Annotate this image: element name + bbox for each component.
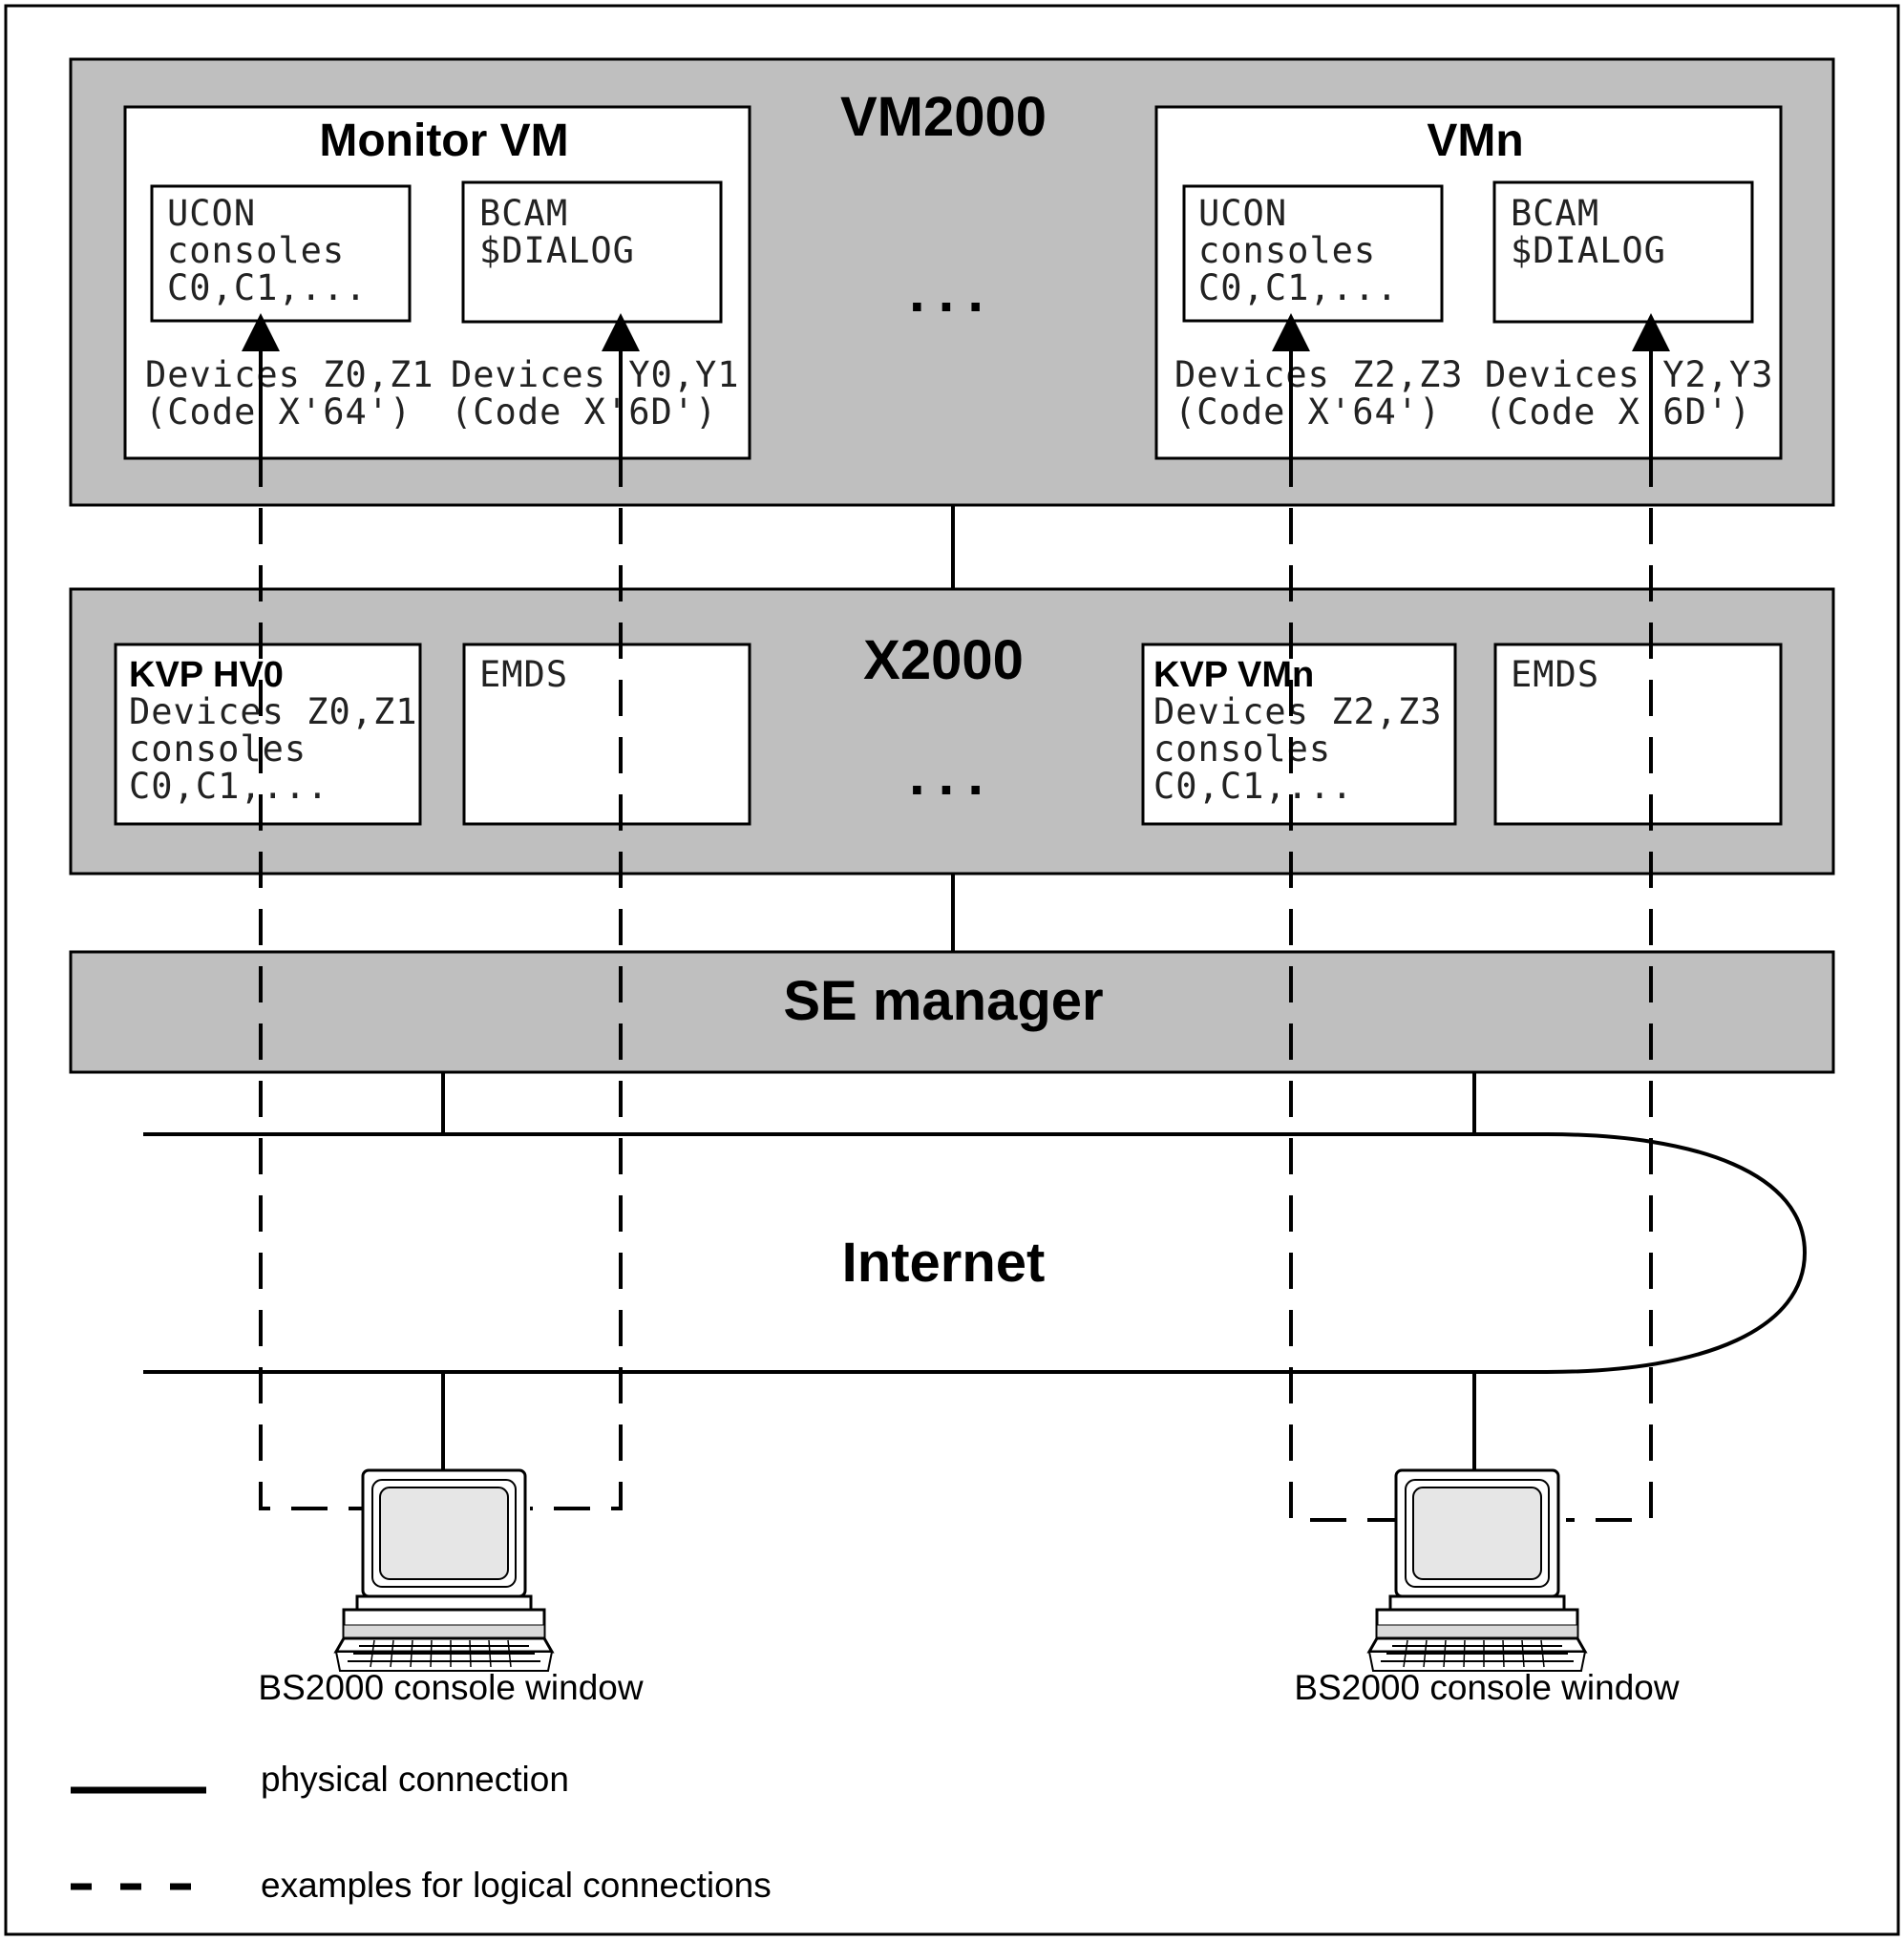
x2000-title: X2000 [863, 629, 1024, 691]
emds-right-box [1493, 643, 1783, 826]
vmn-bcam-line-1: BCAM [1511, 193, 1599, 234]
vmn-ucon-line-2: consoles [1198, 230, 1376, 271]
vm2000-ellipsis: ... [909, 260, 997, 324]
monitor-devices-y-line-2: (Code X'6D') [451, 391, 717, 433]
legend: physical connection examples for logical… [71, 1760, 772, 1905]
kvp-vmn-title: KVP VMn [1153, 655, 1314, 695]
legend-physical-label: physical connection [261, 1760, 569, 1799]
vmn-bcam-box [1492, 180, 1754, 324]
vmn-ucon-line-3: C0,C1,... [1198, 267, 1398, 308]
logical-path-monitor-ucon [259, 393, 368, 1510]
vmn-devices-y-line-1: Devices Y2,Y3 [1485, 354, 1774, 395]
monitor-devices-z-line-2: (Code X'64') [145, 391, 412, 433]
computer-icon-left [333, 1468, 555, 1672]
vm2000-panel: VM2000 ... Monitor VM UCON consoles C0,C… [69, 57, 1835, 507]
kvp-hv0-title: KVP HV0 [129, 655, 284, 695]
logical-connections [259, 393, 1653, 1522]
monitor-vm-box: Monitor VM UCON consoles C0,C1,... BCAM … [123, 105, 751, 460]
kvp-hv0-box [114, 643, 422, 826]
monitor-bcam-box [461, 180, 723, 324]
monitor-vm-title: Monitor VM [319, 116, 568, 166]
se-manager-panel: SE manager [69, 950, 1835, 1074]
logical-path-vmn-bcam [1566, 393, 1653, 1522]
monitor-ucon-line-3: C0,C1,... [167, 267, 367, 308]
logical-path-vmn-ucon [1289, 393, 1399, 1522]
se-manager-background [69, 950, 1835, 1074]
emds-right-label: EMDS [1511, 654, 1599, 695]
vm2000-title: VM2000 [840, 86, 1047, 148]
vmn-devices-z-line-1: Devices Z2,Z3 [1174, 354, 1464, 395]
kvp-vmn-line-3: C0,C1,... [1153, 766, 1353, 807]
monitor-devices-z-line-1: Devices Z0,Z1 [145, 354, 434, 395]
internet-outline [143, 1132, 1808, 1374]
logical-path-monitor-bcam [530, 393, 623, 1510]
emds-left-box [462, 643, 751, 826]
computer-icon-right [1366, 1468, 1588, 1672]
vmn-title: VMn [1427, 116, 1523, 166]
monitor-devices-y-line-1: Devices Y0,Y1 [451, 354, 740, 395]
kvp-vmn-box [1141, 643, 1457, 826]
kvp-hv0-line-3: C0,C1,... [129, 766, 328, 807]
vmn-devices-z-line-2: (Code X'64') [1174, 391, 1441, 433]
vmn-devices-y-line-2: (Code X'6D') [1485, 391, 1751, 433]
internet-label: Internet [842, 1232, 1046, 1294]
vm-arrows [242, 313, 1670, 458]
legend-logical-label: examples for logical connections [261, 1866, 772, 1905]
monitor-ucon-line-1: UCON [167, 193, 256, 234]
se-manager-title: SE manager [783, 970, 1103, 1032]
outer-frame [4, 4, 1900, 1936]
kvp-hv0-line-2: consoles [129, 728, 307, 770]
console-right-label: BS2000 console window [1294, 1668, 1679, 1707]
vmn-box: VMn UCON consoles C0,C1,... BCAM $DIALOG… [1154, 105, 1783, 460]
kvp-vmn-line-2: consoles [1153, 728, 1331, 770]
internet-cloud: Internet [143, 1132, 1808, 1374]
kvp-vmn-line-1: Devices Z2,Z3 [1153, 691, 1443, 732]
x2000-panel: X2000 ... KVP HV0 Devices Z0,Z1 consoles… [69, 587, 1835, 876]
emds-left-label: EMDS [479, 654, 568, 695]
vmn-bcam-line-2: $DIALOG [1511, 230, 1666, 271]
monitor-ucon-box [150, 184, 412, 323]
kvp-hv0-line-1: Devices Z0,Z1 [129, 691, 418, 732]
vmn-ucon-box [1182, 184, 1444, 323]
vmn-ucon-line-1: UCON [1198, 193, 1287, 234]
console-left-label: BS2000 console window [258, 1668, 643, 1707]
monitor-bcam-line-2: $DIALOG [479, 230, 635, 271]
monitor-ucon-line-2: consoles [167, 230, 345, 271]
x2000-ellipsis: ... [909, 743, 997, 807]
monitor-bcam-line-1: BCAM [479, 193, 568, 234]
